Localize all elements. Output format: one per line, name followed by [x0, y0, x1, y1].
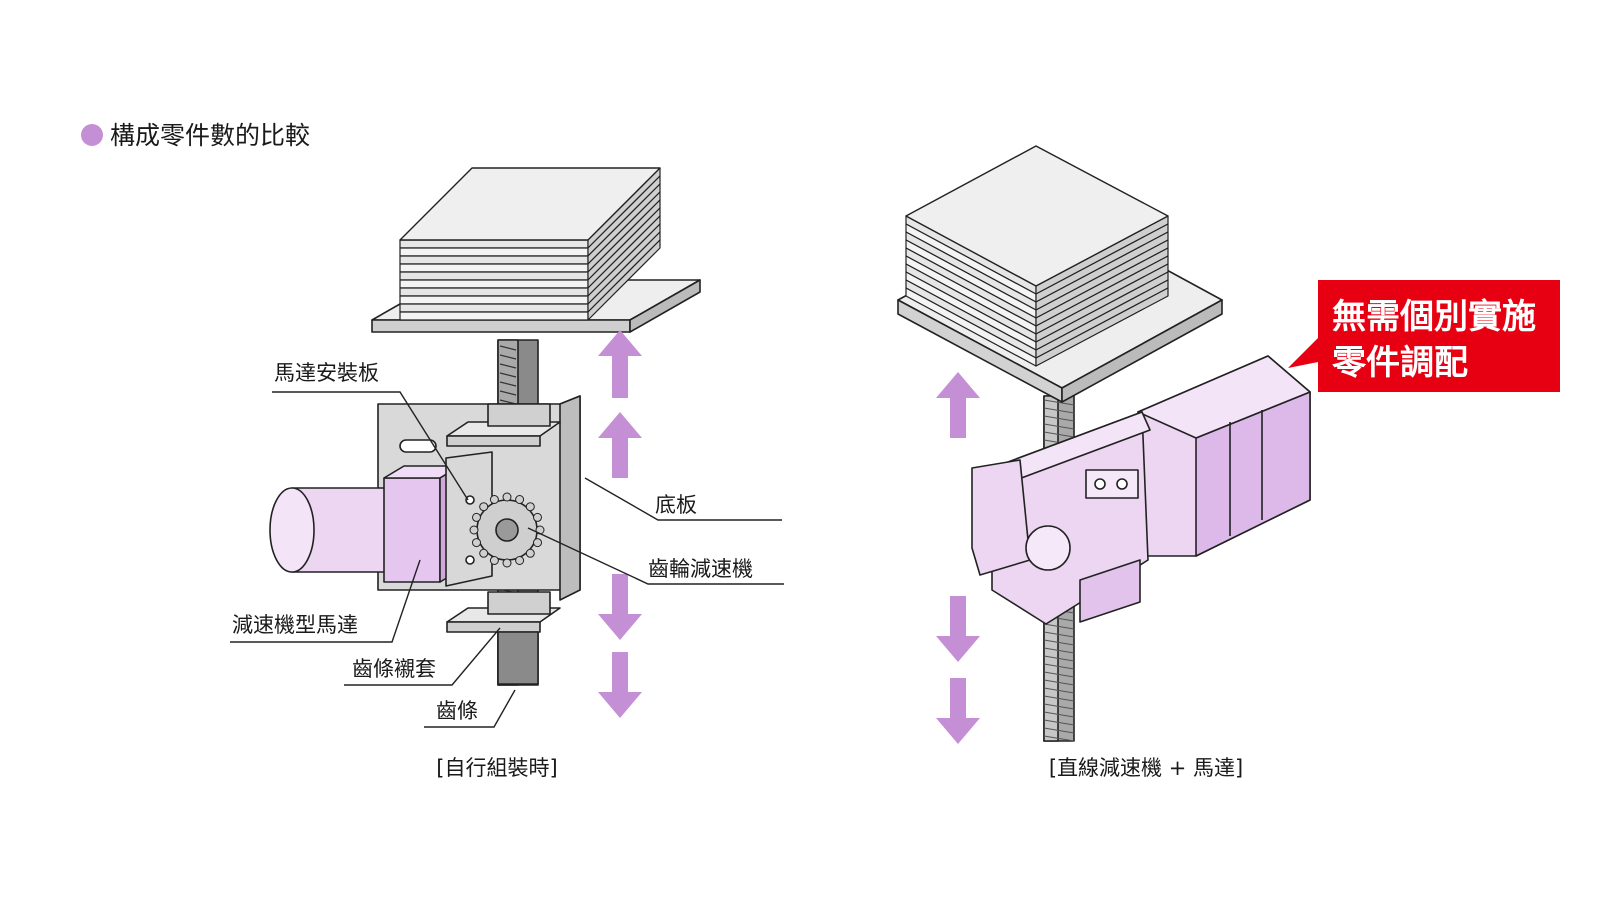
stepper-motor-illustration	[1137, 355, 1311, 557]
section-title: 構成零件數的比較	[110, 121, 310, 150]
right-load-block	[897, 145, 1223, 403]
geared-motor-illustration	[269, 465, 461, 583]
label-rack: 齒條	[436, 699, 478, 723]
left-load-block	[371, 167, 701, 333]
right-caption: [直線減速機 + 馬達]	[1049, 756, 1243, 780]
down-arrow-icon	[936, 596, 980, 662]
callout-line-2: 零件調配	[1332, 343, 1468, 383]
down-arrow-icon	[598, 574, 642, 640]
left-leader-lines	[230, 391, 784, 728]
left-motion-arrows	[598, 330, 642, 718]
right-motion-arrows	[936, 372, 980, 744]
label-gear-reducer: 齒輪減速機	[648, 557, 753, 581]
left-assembly	[269, 167, 701, 686]
left-caption: [自行組裝時]	[436, 756, 557, 780]
label-motor-mount: 馬達安裝板	[274, 361, 379, 385]
linear-reducer-housing-illustration	[971, 411, 1151, 625]
lower-bushing-illustration	[446, 591, 561, 633]
callout-box: 無需個別實施 零件調配	[1288, 280, 1560, 392]
up-arrow-icon	[936, 372, 980, 438]
label-base-plate: 底板	[655, 493, 697, 517]
callout-line-1: 無需個別實施	[1332, 297, 1536, 337]
up-arrow-icon	[598, 412, 642, 478]
gear-illustration	[469, 492, 545, 568]
bullet-dot-icon	[81, 124, 103, 146]
down-arrow-icon	[598, 652, 642, 718]
label-rack-bushing: 齒條襯套	[352, 657, 436, 681]
label-geared-motor: 減速機型馬達	[232, 613, 358, 637]
upper-bushing-illustration	[446, 403, 561, 447]
right-assembly	[897, 145, 1311, 742]
up-arrow-icon	[598, 330, 642, 398]
down-arrow-icon	[936, 678, 980, 744]
